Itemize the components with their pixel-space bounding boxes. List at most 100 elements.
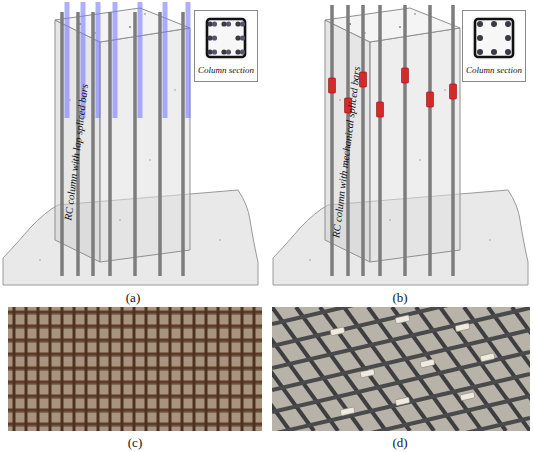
bar-dot xyxy=(240,49,245,54)
panel-letter: (a) xyxy=(113,290,153,305)
bar-dot xyxy=(212,21,217,26)
bar-dot xyxy=(477,49,483,55)
rebar xyxy=(361,5,365,276)
panel-letter: (b) xyxy=(380,290,420,305)
mechanical-splice-column xyxy=(273,5,528,285)
lap-bar xyxy=(65,2,70,118)
panel-letter: (d) xyxy=(380,435,420,450)
rebar xyxy=(272,374,530,431)
rebar xyxy=(108,12,112,276)
rebar xyxy=(181,307,184,431)
bar-dot xyxy=(491,21,497,27)
lap-bar xyxy=(113,2,118,118)
bar-dot xyxy=(226,49,231,54)
coupler xyxy=(450,84,457,99)
coupler xyxy=(427,92,434,107)
coupler xyxy=(395,397,410,406)
rebar xyxy=(73,307,76,431)
coupler xyxy=(420,359,435,368)
bar-dot xyxy=(212,35,217,40)
lap-bar xyxy=(163,2,168,118)
rebar xyxy=(464,307,530,431)
rebar xyxy=(368,307,458,431)
lap-bar xyxy=(96,2,101,118)
inset-caption: Column section xyxy=(195,65,257,75)
rebar xyxy=(145,307,148,431)
rebar xyxy=(241,307,244,431)
rebar xyxy=(403,5,407,276)
coupler xyxy=(340,407,355,416)
coupler xyxy=(480,353,495,362)
coupler xyxy=(460,392,475,401)
inset-caption: Column section xyxy=(463,65,525,75)
bar-dot xyxy=(505,21,511,27)
rebar xyxy=(392,307,482,431)
rebar xyxy=(512,307,530,431)
rebar xyxy=(193,307,196,431)
bar-dot xyxy=(207,21,212,26)
bar-dot xyxy=(477,21,483,27)
tie xyxy=(475,19,513,57)
bar-dot xyxy=(207,49,212,54)
rebar xyxy=(13,307,16,431)
lap-splice-photo xyxy=(8,307,262,431)
rebar xyxy=(272,307,362,431)
bar-dot xyxy=(207,35,212,40)
lap-splice-column xyxy=(3,2,258,285)
rebar xyxy=(121,307,124,431)
rebar xyxy=(60,12,64,276)
rebar xyxy=(157,307,160,431)
bar-dot xyxy=(226,21,231,26)
lap-bar xyxy=(186,2,191,118)
bar-dot xyxy=(221,21,226,26)
bar-dot xyxy=(235,49,240,54)
rebar xyxy=(253,307,256,431)
bar-dot xyxy=(240,35,245,40)
rebar xyxy=(217,307,220,431)
bar-dot xyxy=(212,49,217,54)
coupler xyxy=(395,315,410,324)
bar-dot xyxy=(505,35,511,41)
rebar xyxy=(109,307,112,431)
rebar xyxy=(378,5,382,276)
bar-dot xyxy=(477,35,483,41)
bar-dot xyxy=(240,21,245,26)
section-inset: Column section xyxy=(194,10,258,82)
bar-dot xyxy=(491,49,497,55)
rebar xyxy=(181,12,185,276)
rebar xyxy=(37,307,40,431)
rebar xyxy=(97,307,100,431)
rebar xyxy=(49,307,52,431)
rebar xyxy=(133,12,137,276)
rebar xyxy=(91,12,95,276)
bar-dot xyxy=(235,21,240,26)
bar-dot xyxy=(235,35,240,40)
coupler xyxy=(402,68,409,83)
rebar xyxy=(133,307,136,431)
bar-dot xyxy=(505,49,511,55)
rebar xyxy=(85,307,88,431)
rebar xyxy=(428,5,432,276)
rebar xyxy=(61,307,64,431)
panel-letter: (c) xyxy=(115,435,155,450)
coupler-photo xyxy=(200,220,533,452)
rebar xyxy=(169,307,172,431)
rebar xyxy=(205,307,208,431)
rebar xyxy=(272,418,530,431)
rebar xyxy=(25,307,28,431)
coupler xyxy=(377,102,384,117)
coupler xyxy=(330,327,345,336)
coupler xyxy=(329,78,336,93)
coupler xyxy=(360,369,375,378)
rebar xyxy=(158,12,162,276)
tie xyxy=(207,19,245,57)
section-inset: Column section xyxy=(462,10,526,82)
rebar xyxy=(229,307,232,431)
coupler xyxy=(455,323,470,332)
rebar xyxy=(451,5,455,276)
lap-bar xyxy=(138,2,143,118)
rebar xyxy=(272,307,338,431)
bar-dot xyxy=(221,49,226,54)
